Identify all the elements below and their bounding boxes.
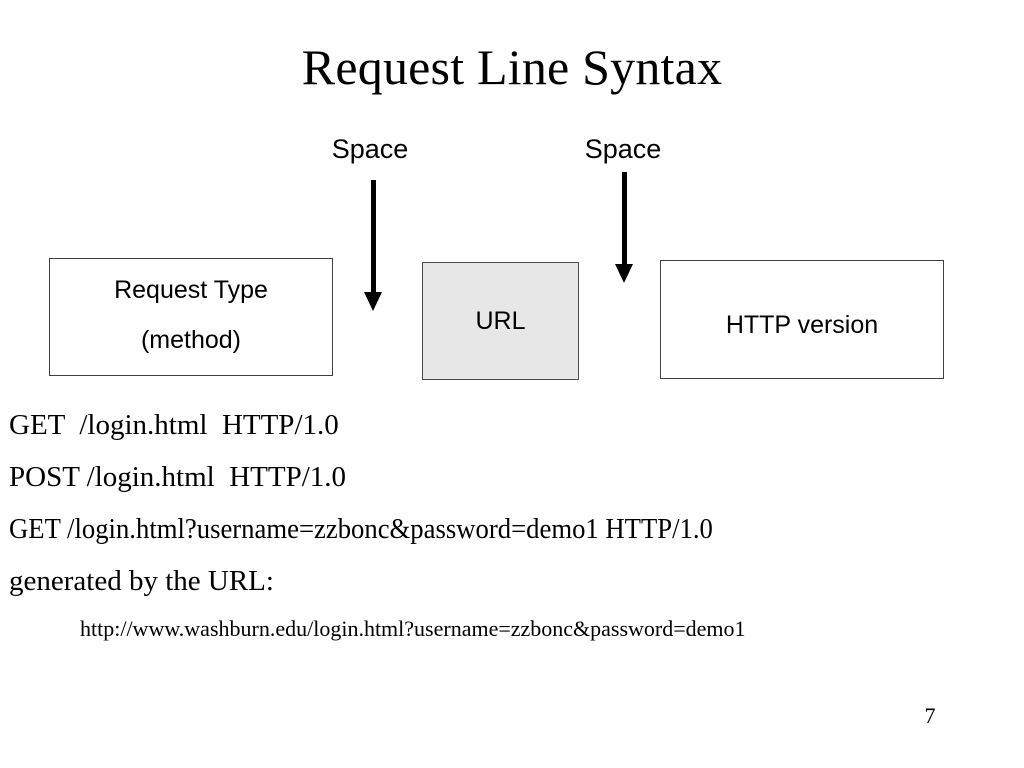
example-line-post: POST /login.html HTTP/1.0 — [9, 461, 347, 493]
page-number: 7 — [924, 703, 936, 728]
example-line-get-query: GET /login.html?username=zzbonc&password… — [9, 513, 713, 545]
example-line-generated-by: generated by the URL: — [9, 565, 274, 597]
arrow-shaft — [371, 180, 376, 293]
page-title: Request Line Syntax — [301, 39, 723, 95]
box-url: URL — [422, 262, 579, 380]
space-label-first: Space — [331, 134, 409, 164]
box-request-type-line2: (method) — [140, 326, 242, 354]
box-http-version-label: HTTP version — [725, 311, 879, 339]
box-request-type-line1: Request Type — [114, 276, 268, 304]
box-http-version: HTTP version — [660, 260, 944, 379]
example-line-get: GET /login.html HTTP/1.0 — [9, 409, 339, 441]
arrow-head — [615, 264, 633, 283]
space-label-second: Space — [584, 134, 662, 164]
arrow-head — [364, 292, 382, 311]
arrow-shaft — [622, 172, 627, 265]
down-arrow-icon-first — [360, 180, 386, 312]
example-line-source-url: http://www.washburn.edu/login.html?usern… — [80, 616, 746, 641]
down-arrow-icon-second — [611, 172, 637, 284]
box-url-label: URL — [475, 307, 526, 335]
box-request-type: Request Type (method) — [49, 258, 333, 376]
example-requests-block: GET /login.html HTTP/1.0 POST /login.htm… — [9, 408, 1014, 660]
